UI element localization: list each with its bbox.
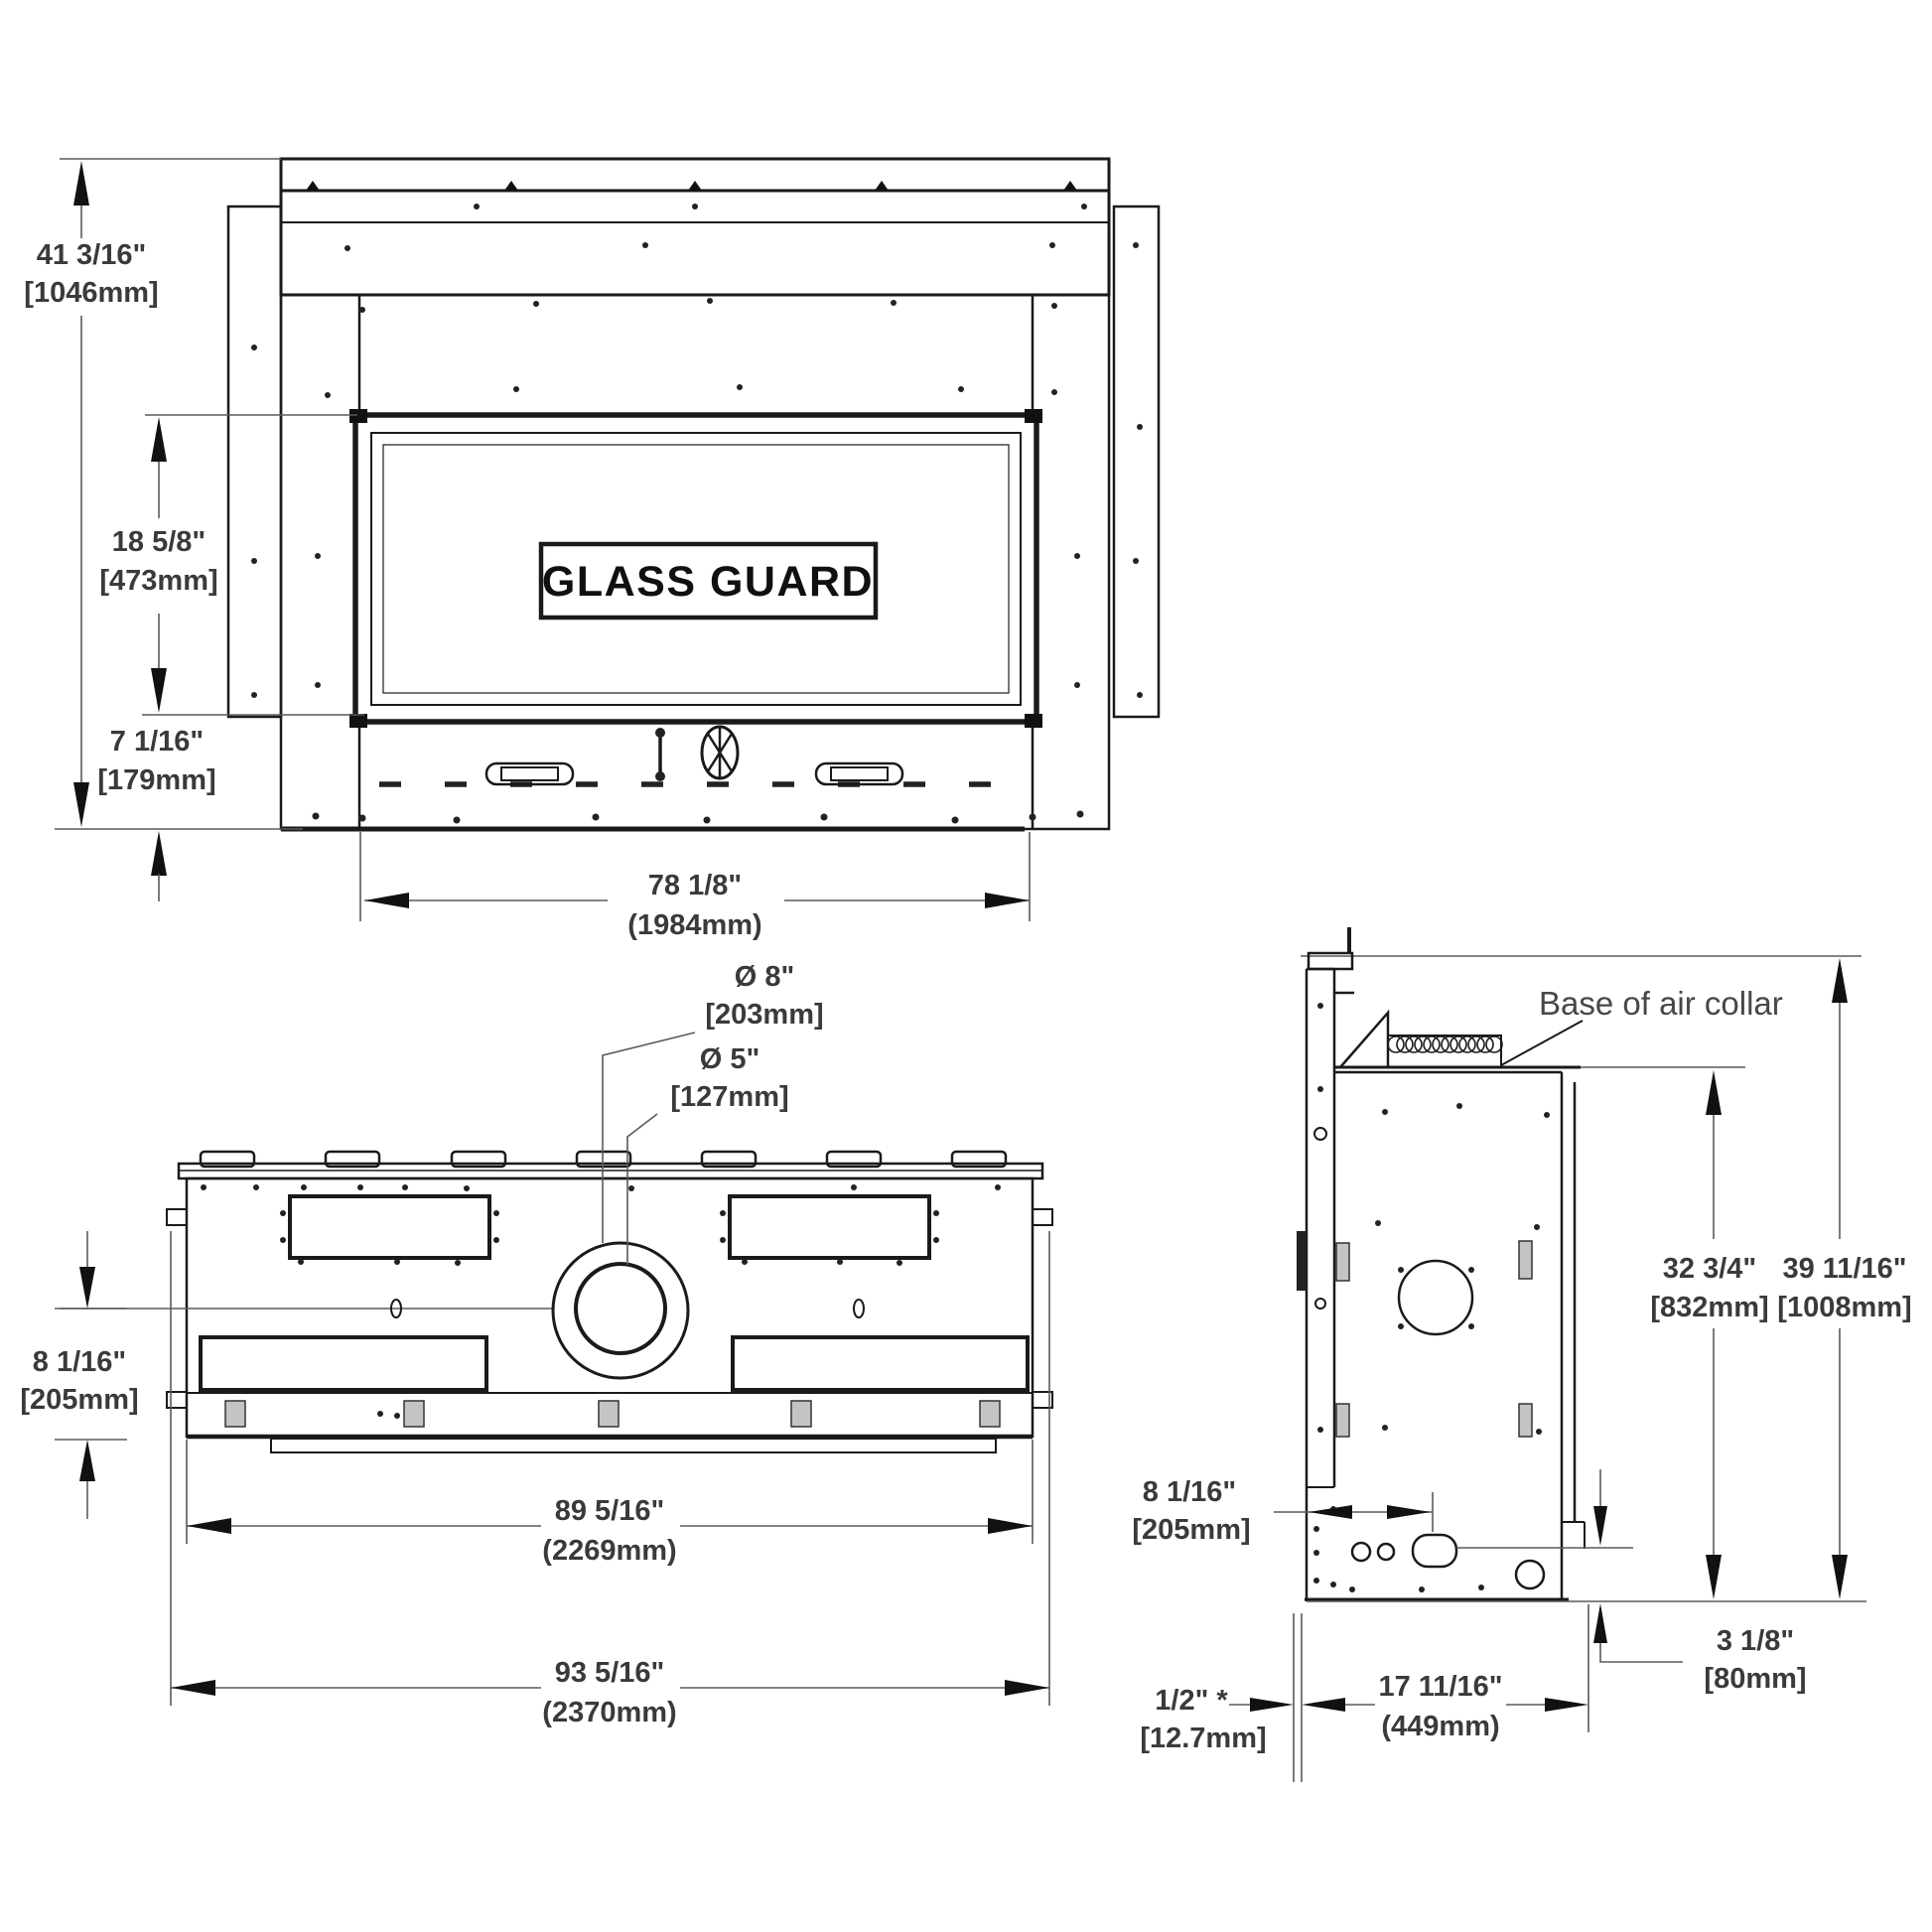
dim-text: [205mm] bbox=[1132, 1514, 1250, 1546]
dim-text: 17 11/16" bbox=[1378, 1671, 1502, 1703]
dim-text: [1046mm] bbox=[24, 277, 158, 309]
side-body bbox=[1305, 1003, 1586, 1601]
gas-key-icon bbox=[655, 728, 665, 781]
dim-side-overall-height: 39 11/16" [1008mm] bbox=[1777, 958, 1912, 1599]
dim-side-collar-height: 32 3/4" [832mm] bbox=[1650, 1070, 1769, 1599]
dim-rear-overall-width: 93 5/16" (2370mm) bbox=[170, 1231, 1050, 1728]
dim-text: 18 5/8" bbox=[112, 526, 206, 558]
dim-text: 8 1/16" bbox=[1143, 1476, 1236, 1508]
dim-text: [1008mm] bbox=[1777, 1292, 1911, 1323]
dim-side-bottom-offset: 3 1/8" [80mm] bbox=[1593, 1469, 1807, 1695]
side-front-flange bbox=[1297, 967, 1354, 1601]
dim-text: (2269mm) bbox=[542, 1535, 676, 1567]
side-top-bracket bbox=[1307, 927, 1354, 971]
dim-text: 93 5/16" bbox=[555, 1657, 665, 1689]
front-right-sheet bbox=[1112, 205, 1161, 719]
dim-text: 3 1/8" bbox=[1717, 1625, 1794, 1657]
dim-text: [12.7mm] bbox=[1140, 1723, 1266, 1754]
dim-text: [127mm] bbox=[670, 1081, 788, 1113]
front-left-sheet bbox=[226, 205, 283, 719]
rear-body bbox=[166, 1162, 1053, 1453]
air-collar-note: Base of air collar bbox=[1539, 985, 1783, 1022]
dim-text: [832mm] bbox=[1650, 1292, 1768, 1323]
dim-text: Ø 8" bbox=[735, 961, 795, 993]
dim-side-gas-inlet: 8 1/16" [205mm] bbox=[1132, 1476, 1434, 1546]
rear-upper-openings bbox=[199, 1194, 1030, 1392]
dim-text: (449mm) bbox=[1381, 1711, 1499, 1742]
front-view: GLASS GUARD bbox=[24, 157, 1161, 941]
side-air-collar: Base of air collar bbox=[1334, 985, 1783, 1069]
rear-screw-dots bbox=[201, 1184, 1001, 1266]
dim-text: [473mm] bbox=[99, 565, 217, 597]
dim-rear-body-width: 89 5/16" (2269mm) bbox=[186, 1440, 1034, 1567]
rear-flue-collar bbox=[60, 1241, 865, 1380]
dim-front-opening-width: 78 1/8" (1984mm) bbox=[359, 832, 1031, 941]
dim-text: (1984mm) bbox=[627, 909, 761, 941]
dim-text: [179mm] bbox=[97, 764, 215, 796]
dim-rear-lower-section: 8 1/16" [205mm] bbox=[20, 1231, 139, 1519]
dim-text: 89 5/16" bbox=[555, 1495, 665, 1527]
dim-text: [203mm] bbox=[705, 999, 823, 1031]
dim-text: 32 3/4" bbox=[1663, 1253, 1756, 1285]
front-face-panel bbox=[279, 293, 1111, 832]
dim-front-overall-height: 41 3/16" [1046mm] bbox=[24, 158, 303, 830]
dim-text: [80mm] bbox=[1704, 1663, 1806, 1695]
dim-text: 1/2" * bbox=[1155, 1685, 1228, 1717]
dim-rear-collar-diameters: Ø 8" [203mm] Ø 5" [127mm] bbox=[602, 961, 824, 1265]
front-glass-frame: GLASS GUARD bbox=[349, 409, 1042, 728]
dim-text: 78 1/8" bbox=[648, 870, 742, 901]
rear-view: Ø 8" [203mm] Ø 5" [127mm] 8 1/16" [205mm… bbox=[20, 961, 1053, 1728]
front-control-band bbox=[312, 725, 1084, 824]
dim-text: 7 1/16" bbox=[110, 726, 204, 758]
side-view: Base of air collar bbox=[1132, 927, 1912, 1782]
gas-valve-wheel-icon bbox=[700, 725, 740, 780]
glass-guard-label: GLASS GUARD bbox=[542, 558, 874, 606]
dim-text: 8 1/16" bbox=[33, 1346, 126, 1378]
dim-text: Ø 5" bbox=[700, 1043, 760, 1075]
dim-text: 41 3/16" bbox=[37, 239, 147, 271]
rear-top-tabs bbox=[199, 1150, 1008, 1169]
dim-text: (2370mm) bbox=[542, 1697, 676, 1728]
dim-side-depth: 1/2" * [12.7mm] 17 11/16" (449mm) bbox=[1140, 1604, 1589, 1782]
rear-bottom-brackets bbox=[224, 1400, 1001, 1428]
dim-text: [205mm] bbox=[20, 1384, 138, 1416]
dim-front-glass-height: 18 5/8" [473mm] bbox=[99, 414, 364, 716]
dim-text: 39 11/16" bbox=[1782, 1253, 1906, 1285]
dim-front-lower-height: 7 1/16" [179mm] bbox=[97, 726, 216, 901]
front-top-band bbox=[279, 157, 1111, 297]
